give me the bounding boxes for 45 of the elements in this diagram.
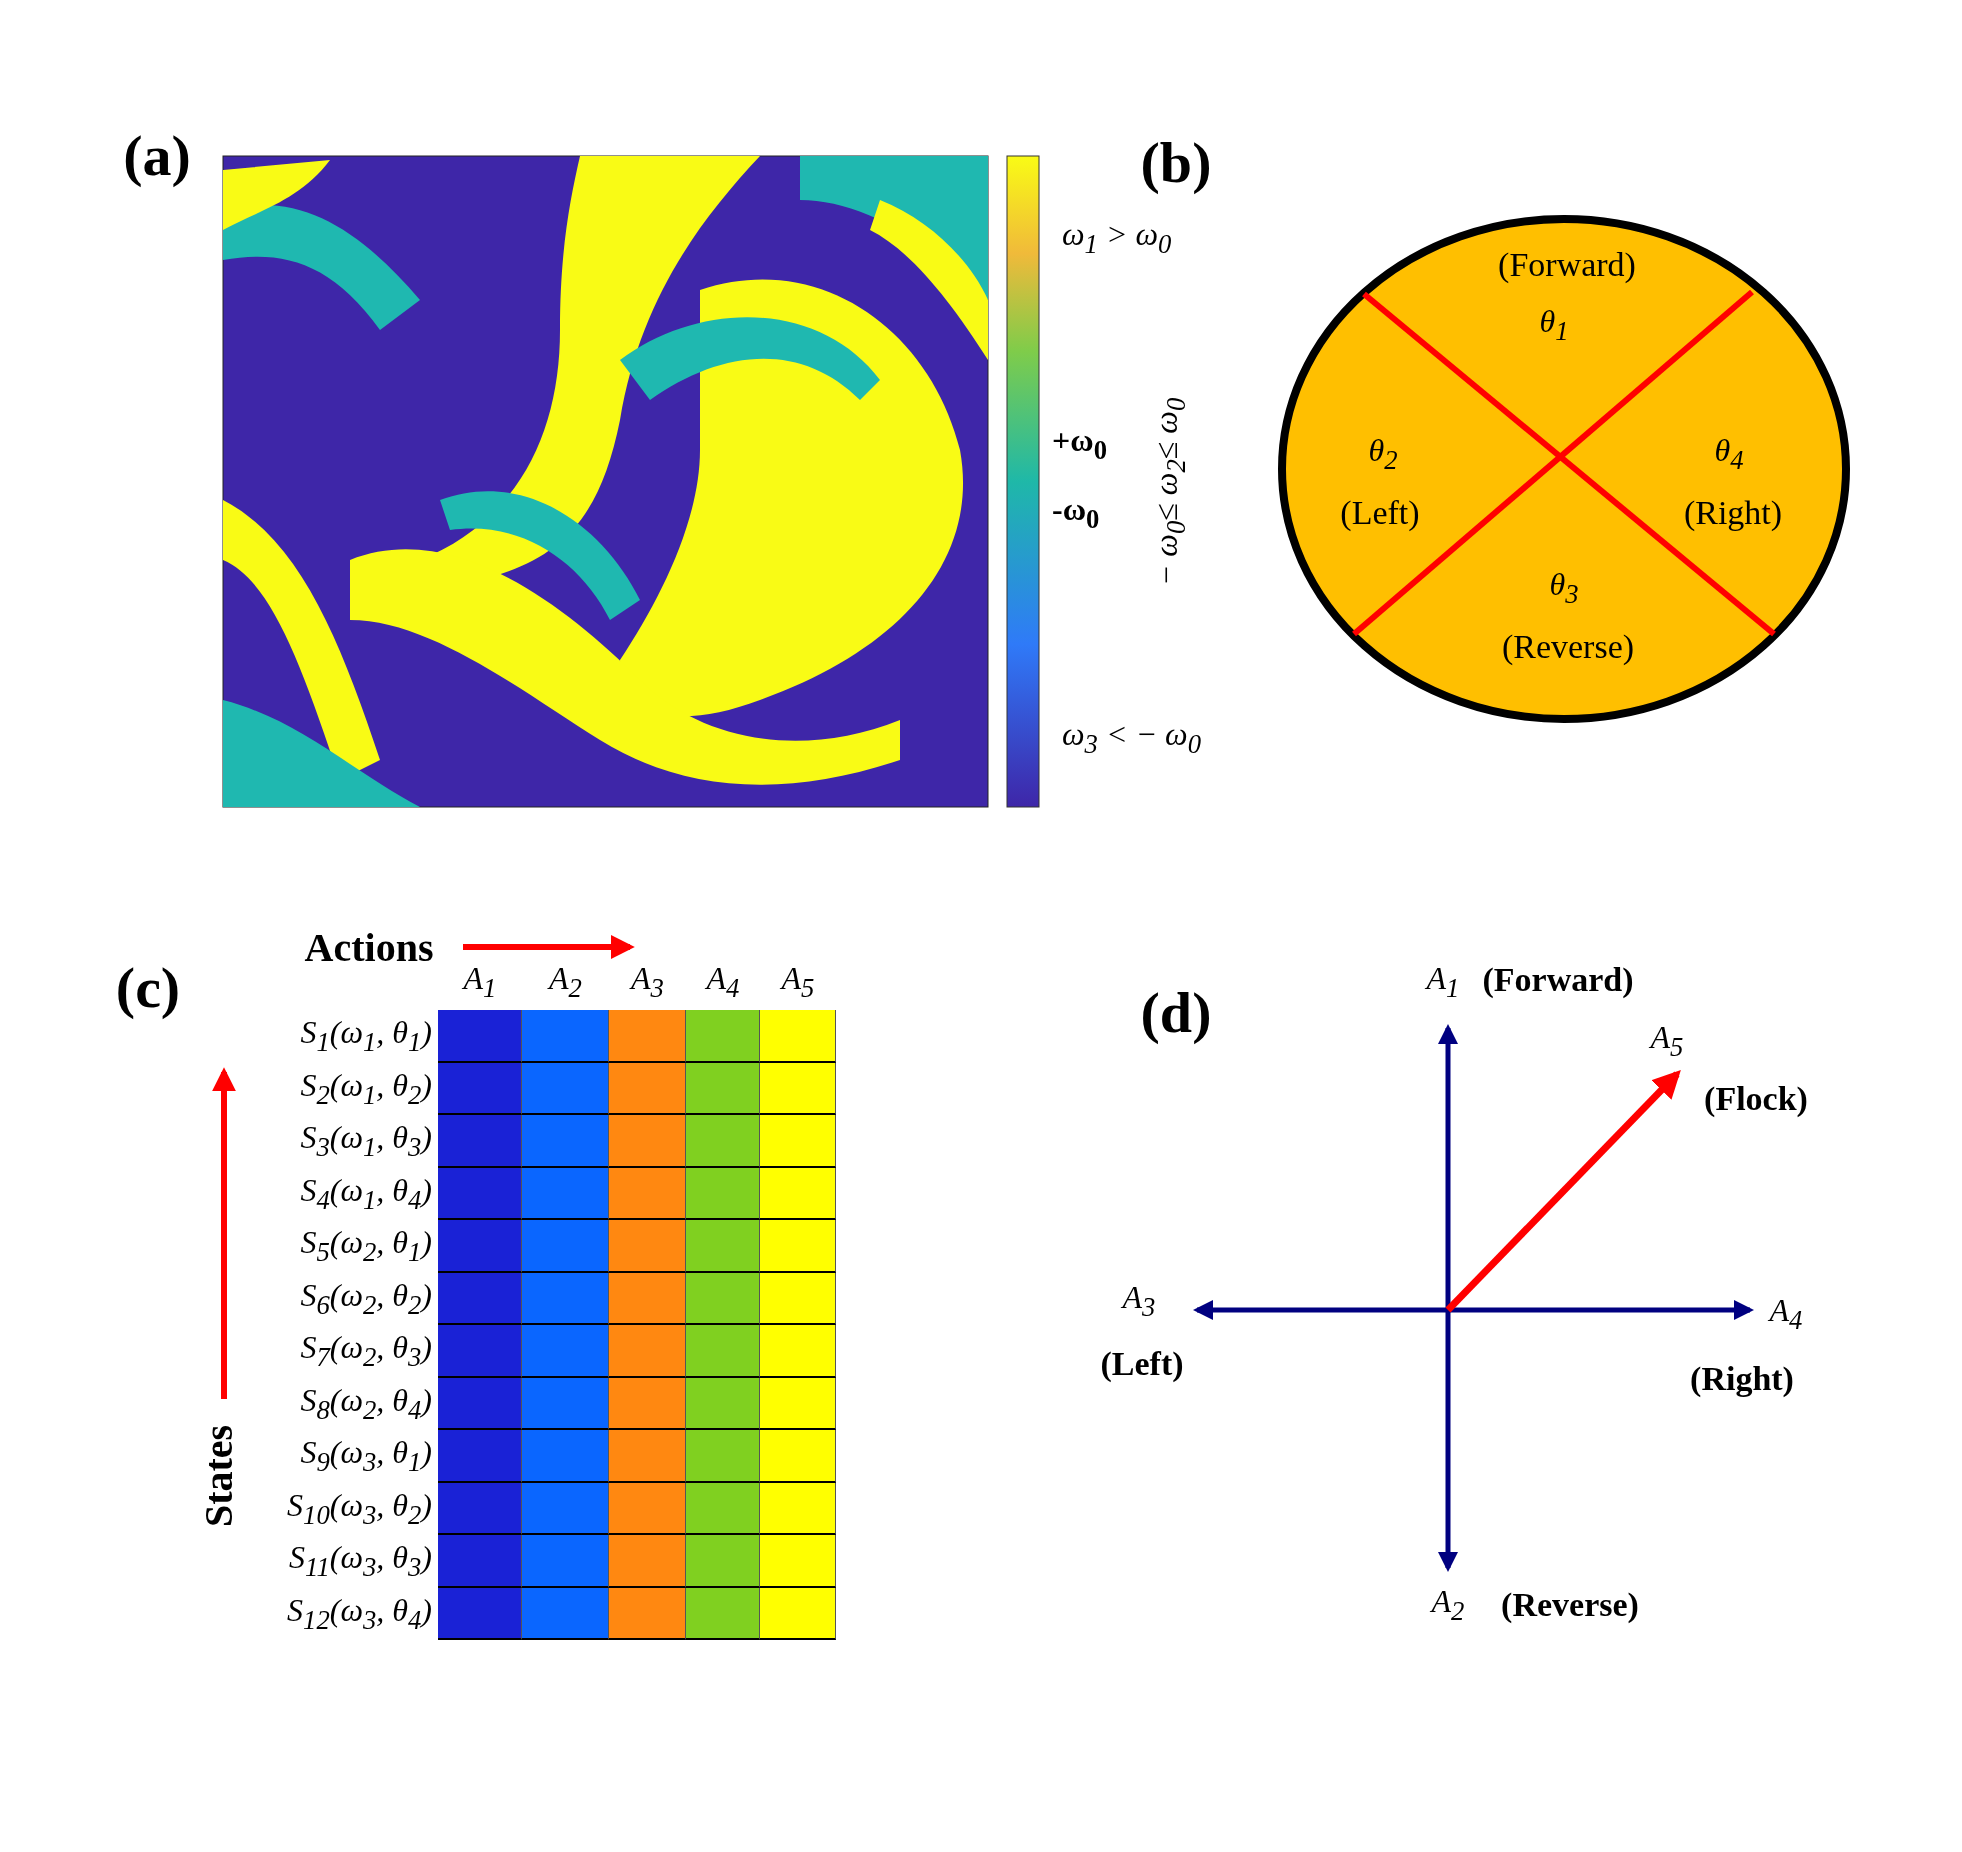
action-label: A$_{3}$ [1122,1280,1156,1322]
sector-label: (Forward) [1498,246,1636,284]
row-header: S$_{6}$(ω$_{2}$, θ$_{2}$) [300,1277,432,1320]
sector-label: θ$_{4}$ [1714,433,1744,475]
column-header: A$_{5}$ [781,961,815,1003]
row-header: S$_{3}$(ω$_{1}$, θ$_{3}$) [300,1120,432,1163]
colorbar-label: ω$_{3}$ < − ω$_{0}$ [1062,717,1202,759]
row-header: S$_{11}$(ω$_{3}$, θ$_{3}$) [289,1540,432,1583]
panel-label: (c) [115,956,181,1020]
colorbar-tick-label: +ω$_{0}$ [1052,423,1107,465]
column-header: A$_{4}$ [706,961,740,1003]
action-label: (Reverse) [1501,1586,1639,1624]
row-header: S$_{4}$(ω$_{1}$, θ$_{4}$) [300,1172,432,1215]
row-header: S$_{7}$(ω$_{2}$, θ$_{3}$) [300,1330,432,1373]
column-header: A$_{1}$ [463,961,497,1003]
action-label: (Flock) [1704,1080,1808,1118]
row-header: S$_{9}$(ω$_{3}$, θ$_{1}$) [300,1435,432,1478]
action-label: (Left) [1100,1345,1184,1383]
sector-label: θ$_{1}$ [1539,304,1569,346]
panel-label: (a) [123,124,191,188]
row-header: S$_{10}$(ω$_{3}$, θ$_{2}$) [287,1487,432,1530]
sector-label: (Left) [1340,494,1420,532]
sector-label: θ$_{3}$ [1549,567,1579,609]
action-label: A$_{5}$ [1650,1020,1684,1062]
action-label: A$_{1}$ [1426,961,1460,1003]
action-label: A$_{2}$ [1431,1584,1465,1626]
row-header: S$_{8}$(ω$_{2}$, θ$_{4}$) [300,1382,432,1425]
column-header: A$_{3}$ [631,961,664,1003]
panel-label: (d) [1140,981,1212,1045]
axis-title: Actions [304,926,434,970]
axis-title: States [197,1424,241,1528]
column-header: A$_{2}$ [549,961,582,1003]
sector-label: (Right) [1683,494,1783,532]
row-header: S$_{12}$(ω$_{3}$, θ$_{4}$) [287,1592,432,1635]
colorbar-tick-label: -ω$_{0}$ [1052,492,1100,534]
sector-label: (Reverse) [1501,628,1635,666]
action-label: (Forward) [1482,961,1634,999]
action-label: A$_{4}$ [1769,1293,1803,1335]
colorbar-label: ω$_{1}$ > ω$_{0}$ [1062,217,1172,259]
action-label: (Right) [1690,1360,1794,1398]
row-header: S$_{1}$(ω$_{1}$, θ$_{1}$) [300,1015,432,1058]
row-header: S$_{5}$(ω$_{2}$, θ$_{1}$) [300,1225,432,1268]
panel-label: (b) [1140,131,1212,195]
row-header: S$_{2}$(ω$_{1}$, θ$_{2}$) [300,1067,432,1110]
sector-label: θ$_{2}$ [1368,433,1398,475]
